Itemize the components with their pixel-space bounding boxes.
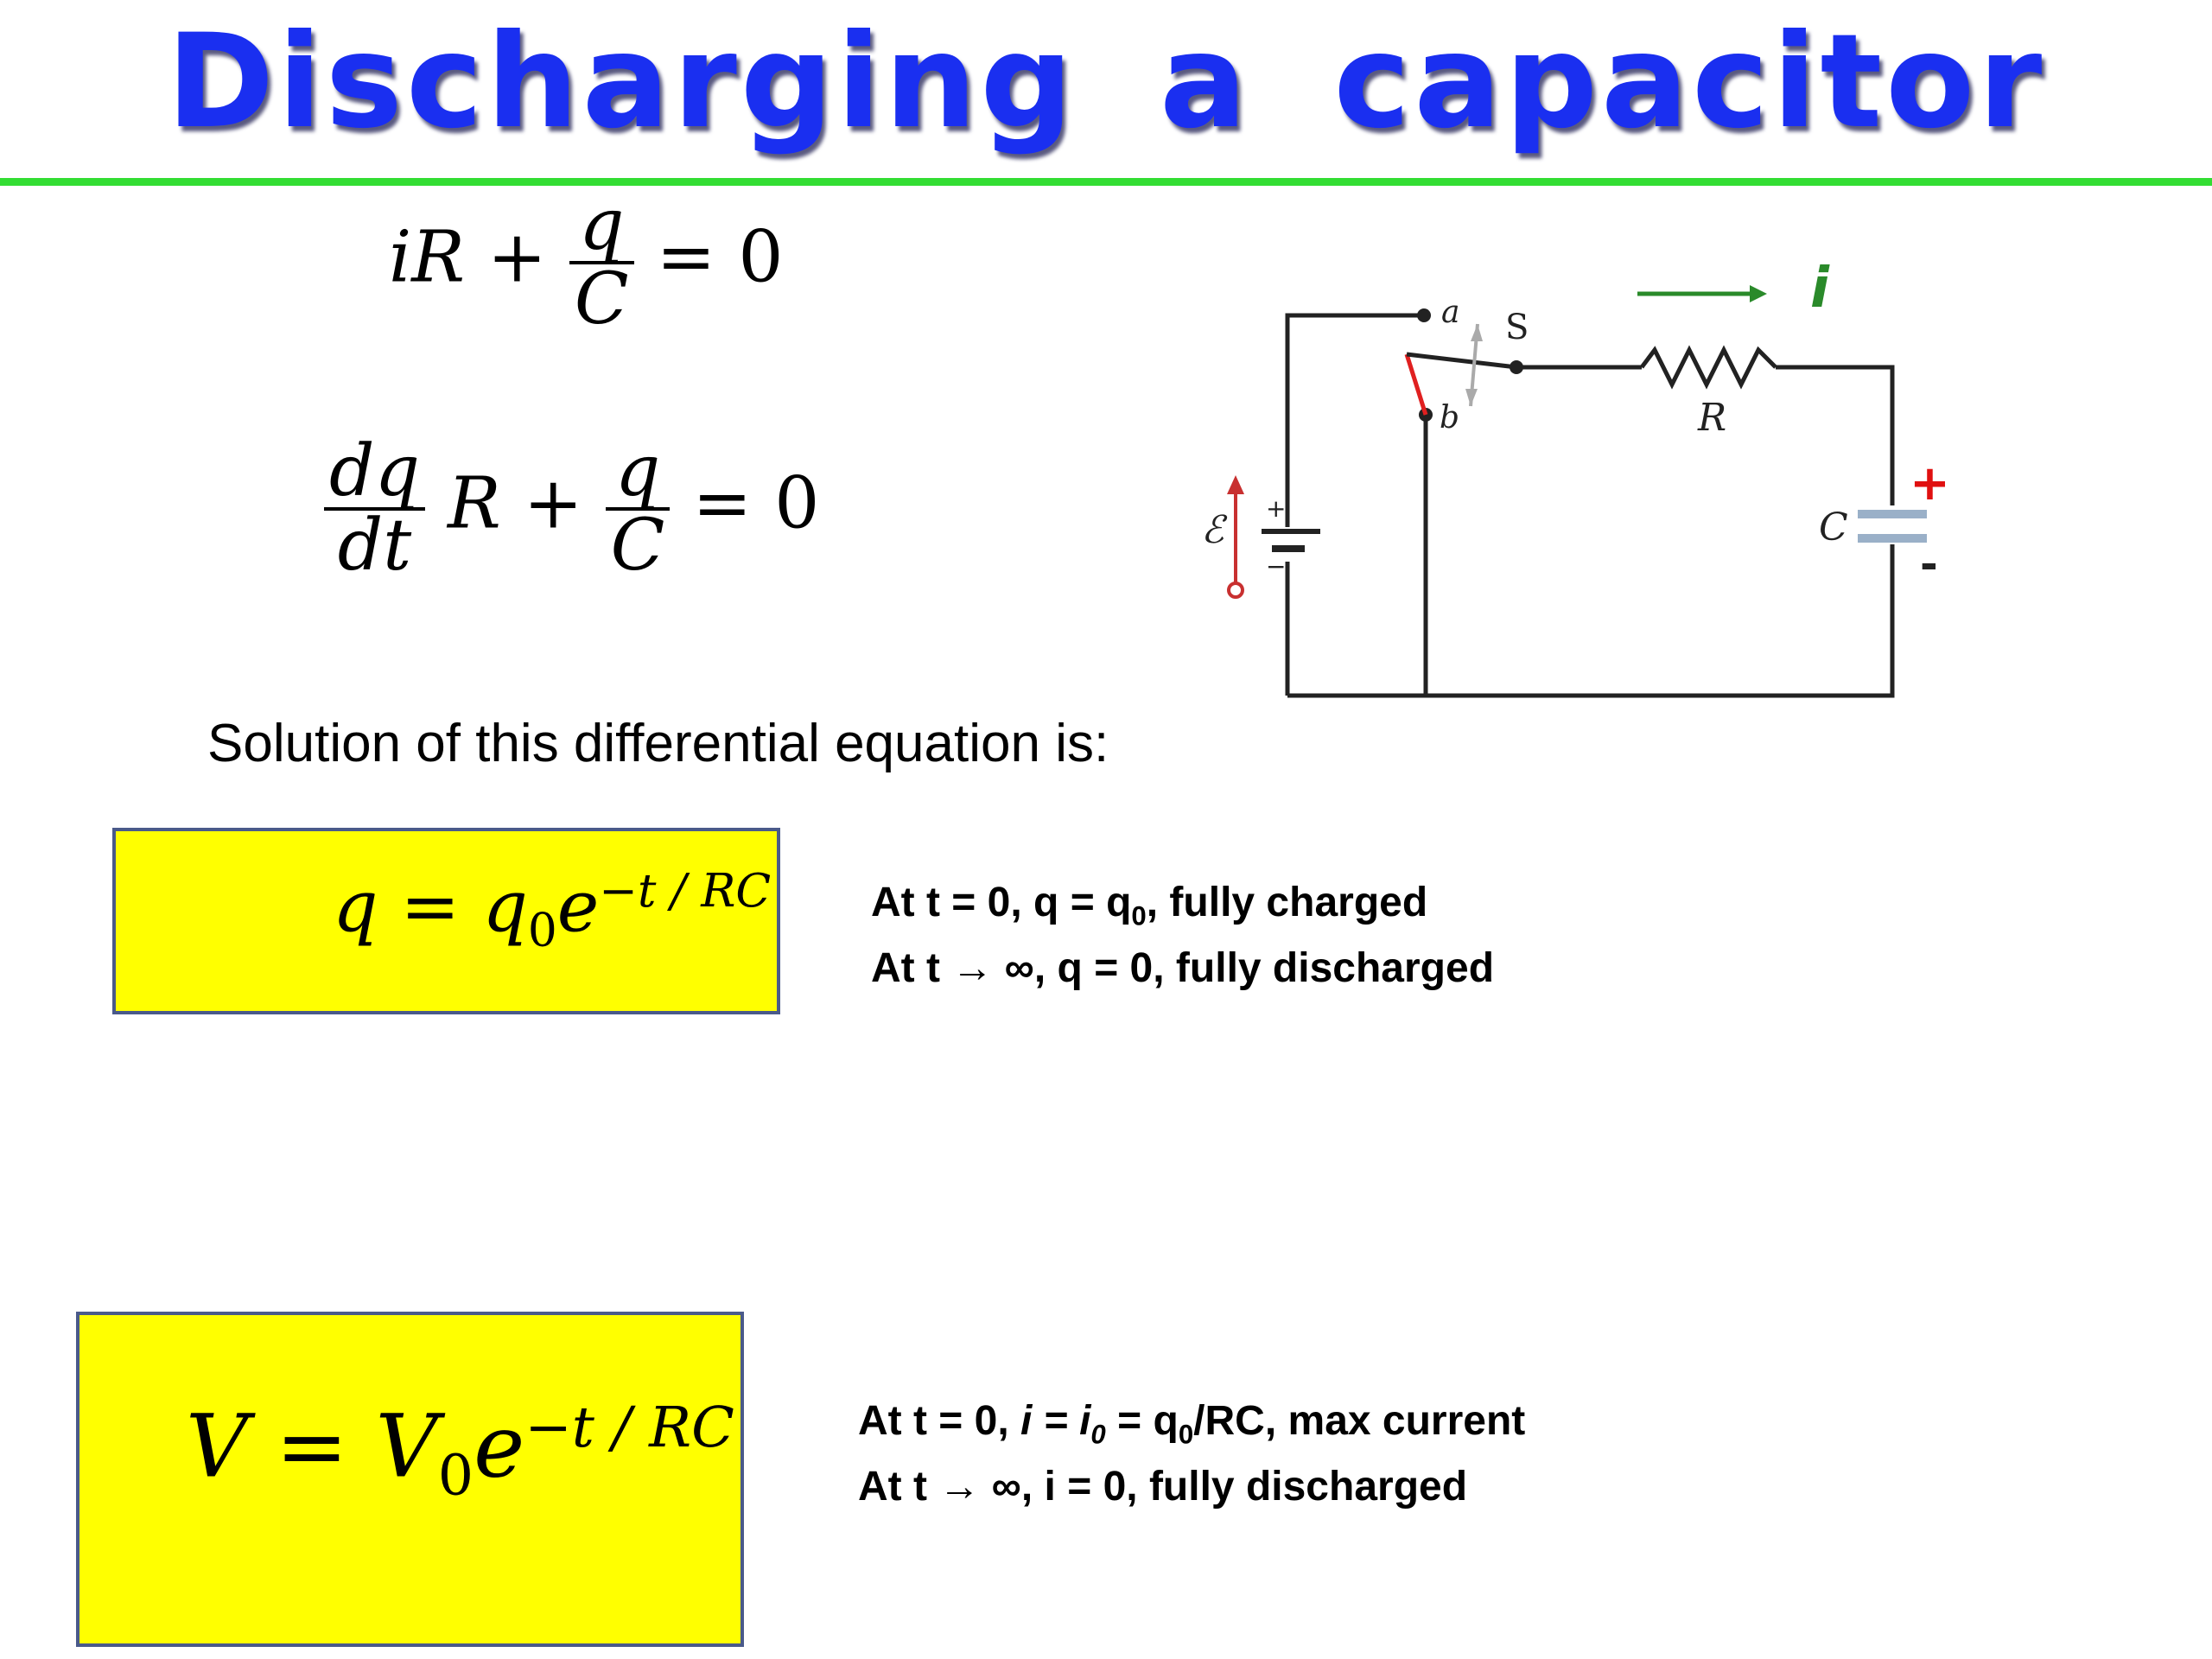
current-arrow: i <box>1637 257 1830 321</box>
box1-lhs: q = q <box>333 866 528 949</box>
eq2-rhs: = 0 <box>670 462 820 545</box>
current-note-line2: At t → ∞, i = 0, fully discharged <box>858 1463 1468 1510</box>
eq1-den: C <box>569 261 634 335</box>
title-divider <box>0 178 2212 186</box>
current-note1-i: i = i <box>1020 1398 1091 1444</box>
charge-note1-sub: 0 <box>1131 900 1147 931</box>
capacitor: C + - <box>1819 455 1950 589</box>
box2-e: e <box>474 1395 525 1497</box>
current-note1-sub: 0 <box>1090 1419 1106 1450</box>
eq2-den1: dt <box>324 507 425 582</box>
eq1-rhs: = 0 <box>633 216 784 299</box>
voltage-solution-box <box>76 1312 744 1647</box>
box1-exponent: −t / RC <box>599 864 772 918</box>
voltage-solution-equation: V = V0e−t / RC <box>186 1400 734 1503</box>
wire-right <box>1776 365 1895 510</box>
eq1-num: q <box>578 184 625 266</box>
wire-left <box>1285 313 1421 696</box>
eq2-num1: dq <box>329 430 420 512</box>
label-r: R <box>1697 396 1726 440</box>
battery: + − <box>1262 494 1320 581</box>
charge-note1-a: At t = 0, q = q <box>871 880 1132 925</box>
slide-title: Discharging a capacitor <box>166 7 2046 157</box>
current-note1-b: = q <box>1105 1398 1179 1444</box>
switch: a b S <box>1404 295 1529 435</box>
solution-text: Solution of this differential equation i… <box>207 714 1109 773</box>
box2-exponent: −t / RC <box>524 1395 734 1460</box>
eq2-mid: R + <box>424 462 606 545</box>
charge-solution-box <box>112 828 780 1014</box>
box1-sub: 0 <box>527 903 557 957</box>
label-a: a <box>1441 295 1459 330</box>
label-b: b <box>1440 400 1459 435</box>
switch-lever <box>1404 353 1428 416</box>
current-note1-c: /RC, max current <box>1193 1398 1526 1444</box>
charge-notes: At t = 0, q = q0, fully charged At t → ∞… <box>871 877 1494 995</box>
label-c: C <box>1819 505 1848 550</box>
label-s: S <box>1505 308 1529 347</box>
charge-note-line1: At t = 0, q = q0, fully charged <box>871 877 1494 943</box>
battery-plus: + <box>1266 494 1286 523</box>
eq1-term: iR + <box>389 216 569 299</box>
battery-minus: − <box>1266 552 1286 581</box>
current-label: i <box>1810 257 1830 321</box>
current-notes: At t = 0, i = i0 = q0/RC, max current At… <box>858 1395 1525 1513</box>
rc-circuit-diagram: + − ℰ a b S R C + - i <box>1201 257 1950 698</box>
charge-note1-b: , fully charged <box>1146 880 1428 925</box>
current-note1-sub2: 0 <box>1178 1419 1194 1450</box>
box2-lhs: V = V <box>186 1395 438 1497</box>
emf-label: ℰ <box>1201 508 1228 552</box>
eq2-num2: q <box>614 430 661 512</box>
emf-arrow: ℰ <box>1201 475 1244 599</box>
box1-e: e <box>556 866 600 949</box>
charge-note-line2: At t → ∞, q = 0, fully discharged <box>871 944 1495 991</box>
cap-plus: + <box>1910 455 1950 512</box>
box2-sub: 0 <box>437 1443 474 1509</box>
cap-minus: - <box>1920 539 1938 589</box>
resistor <box>1640 345 1777 390</box>
circuit-wires <box>1285 313 1895 698</box>
wire-bottom <box>1287 540 1895 698</box>
current-note-line1: At t = 0, i = i0 = q0/RC, max current <box>858 1395 1525 1461</box>
current-note1-a: At t = 0, <box>858 1398 1021 1444</box>
eq2-den2: C <box>605 507 671 582</box>
charge-solution-equation: q = q0e−t / RC <box>333 868 771 954</box>
